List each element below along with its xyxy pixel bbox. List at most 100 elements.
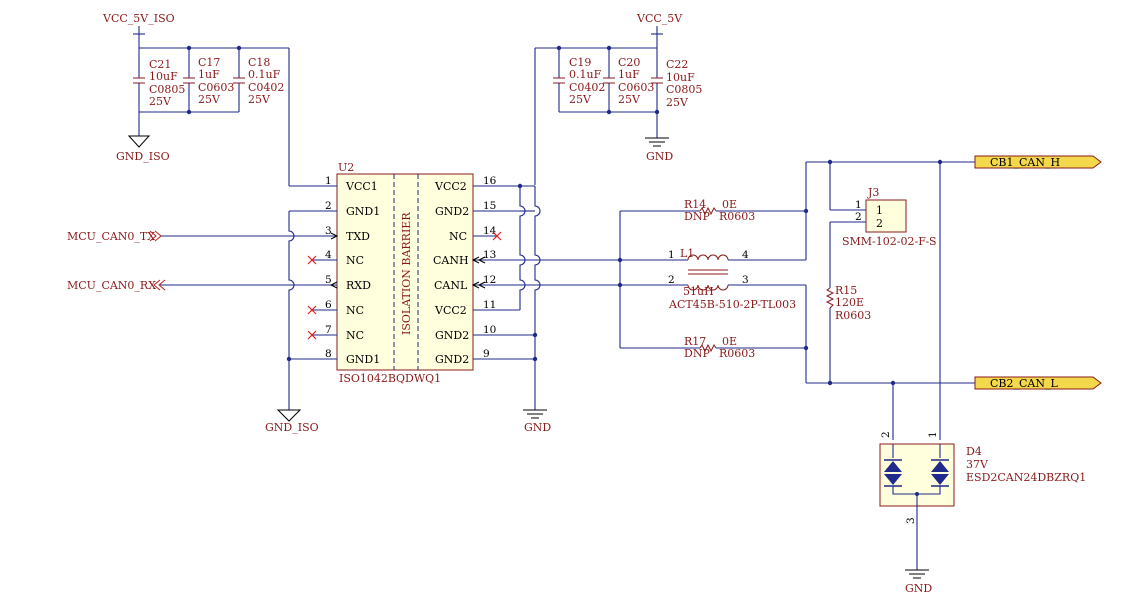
c22-value: 10uF [666, 71, 695, 84]
l1-pin4: 4 [742, 249, 749, 261]
choke-l1: L1 1 4 2 3 51uH ACT45B-510-2P-TL003 [620, 247, 806, 311]
c22-voltage: 25V [666, 96, 689, 109]
l1-part: ACT45B-510-2P-TL003 [668, 298, 796, 311]
gnd-iso-symbol-top [127, 135, 151, 148]
u2-ref: U2 [338, 161, 354, 174]
d4-pin2-num: 2 [880, 431, 892, 438]
u2-pin13-num: 13 [483, 249, 496, 261]
j3-pin2-name: 2 [876, 217, 883, 230]
c17-voltage: 25V [198, 93, 221, 106]
c20-voltage: 25V [618, 93, 641, 106]
c17-ref: C17 [198, 56, 220, 69]
r15-ref: R15 [835, 284, 857, 297]
canh-bidir-mark [471, 256, 486, 264]
capacitor-c20: C20 1uF C0603 25V [603, 48, 654, 112]
u2-pin16-name: VCC2 [434, 180, 467, 193]
c17-value: 1uF [198, 68, 220, 81]
left-wiring: GND_ISO [265, 48, 319, 434]
cb1-label: CB1_CAN_H [990, 156, 1060, 169]
u2-body [336, 173, 474, 371]
resistor-r17: R17 0E DNP R0603 [620, 335, 806, 360]
u2-pin14-num: 14 [483, 225, 497, 237]
resistor-r15: R15 120E R0603 [825, 284, 871, 322]
port-mcu-can0-rx: MCU_CAN0_RX [67, 279, 166, 292]
u2-pin11-num: 11 [483, 299, 496, 311]
r15-package: R0603 [835, 309, 871, 322]
gnd-label-bottom: GND [905, 582, 932, 595]
d4-pin3-num: 3 [905, 517, 917, 524]
right-decoupling-group: VCC_5V GND C19 0.1uF C0402 25V C20 [534, 12, 702, 185]
gnd-label-top: GND [646, 150, 673, 163]
u2-pin4-name: NC [346, 254, 364, 267]
u2-pin3-num: 3 [325, 225, 332, 237]
l1-ref: L1 [680, 247, 694, 260]
canl-bidir-mark [471, 281, 486, 289]
no-connect-marks [307, 231, 502, 340]
r17-package: R0603 [719, 347, 755, 360]
left-decoupling-group: VCC_5V_ISO GND_ISO C21 10uF C0805 25V C [102, 12, 289, 163]
c21-ref: C21 [149, 58, 171, 71]
c19-package: C0402 [569, 81, 605, 94]
c18-voltage: 25V [248, 93, 271, 106]
u2-pin9-num: 9 [483, 348, 490, 360]
j3-ref: J3 [867, 186, 879, 199]
c20-ref: C20 [618, 56, 640, 69]
u2-pin6-name: NC [346, 304, 364, 317]
gnd-label-mid: GND [524, 421, 551, 434]
u2-pin11-name: VCC2 [434, 304, 467, 317]
c18-value: 0.1uF [248, 68, 281, 81]
resistor-r14: R14 0E DNP R0603 [617, 198, 806, 348]
gnd-iso-label-top: GND_ISO [116, 150, 170, 163]
mcu-rx-label: MCU_CAN0_RX [67, 279, 156, 292]
u2-pin2-name: GND1 [346, 205, 380, 218]
u2-pin13-name: CANH [433, 254, 469, 267]
c19-value: 0.1uF [569, 68, 602, 81]
c19-ref: C19 [569, 56, 591, 69]
port-cb2-can-l: CB2_CAN_L [974, 376, 1102, 390]
u2-pin15-num: 15 [483, 200, 496, 212]
c22-package: C0805 [666, 83, 702, 96]
r15-value: 120E [835, 296, 864, 309]
c21-package: C0805 [149, 83, 185, 96]
r17-dnp: DNP [684, 347, 710, 360]
capacitor-c21: C21 10uF C0805 25V [133, 48, 185, 112]
connector-j3: J3 1 2 1 2 SMM-102-02-F-S [842, 186, 937, 248]
r17-value: 0E [722, 335, 737, 348]
u2-pin12-name: CANL [434, 279, 468, 292]
j3-body [865, 199, 907, 233]
txd-input-mark [330, 232, 339, 240]
d4-value: 37V [966, 458, 989, 471]
l1-value: 51uH [683, 285, 714, 298]
c21-voltage: 25V [149, 95, 172, 108]
u2-pin9-name: GND2 [435, 353, 469, 366]
capacitor-c19: C19 0.1uF C0402 25V [553, 48, 605, 112]
port-cb1-can-h: CB1_CAN_H [974, 155, 1102, 169]
u2-pin7-num: 7 [325, 324, 332, 336]
c20-package: C0603 [618, 81, 654, 94]
j3-pin1-name: 1 [876, 204, 883, 217]
can-bus-wiring [803, 159, 975, 440]
u2-pin16-num: 16 [483, 175, 497, 187]
u2-right-wiring: GND [517, 183, 551, 434]
u2-pin7-name: NC [346, 329, 364, 342]
u2-pin5-num: 5 [325, 274, 332, 286]
r17-ref: R17 [684, 335, 706, 348]
j3-part: SMM-102-02-F-S [842, 235, 937, 248]
tvs-diode-d4: D4 37V ESD2CAN24DBZRQ1 2 1 3 GND [879, 431, 1086, 595]
c18-ref: C18 [248, 56, 270, 69]
u2-pin5-name: RXD [346, 279, 371, 292]
l1-pin2: 2 [668, 274, 675, 286]
u2-pin2-num: 2 [325, 200, 332, 212]
l1-pin1: 1 [668, 249, 675, 261]
c22-ref: C22 [666, 58, 688, 71]
u2-pin12-num: 12 [483, 274, 496, 286]
u2-pin3-name: TXD [346, 230, 370, 243]
capacitor-c18: C18 0.1uF C0402 25V [233, 48, 284, 112]
port-mcu-can0-tx: MCU_CAN0_TX [67, 230, 162, 243]
gnd-iso-symbol-bottom [276, 409, 302, 422]
u2-pin10-name: GND2 [435, 329, 469, 342]
r14-value: 0E [722, 198, 737, 211]
vcc-5v-iso-label: VCC_5V_ISO [102, 12, 175, 25]
l1-pin3: 3 [742, 274, 749, 286]
